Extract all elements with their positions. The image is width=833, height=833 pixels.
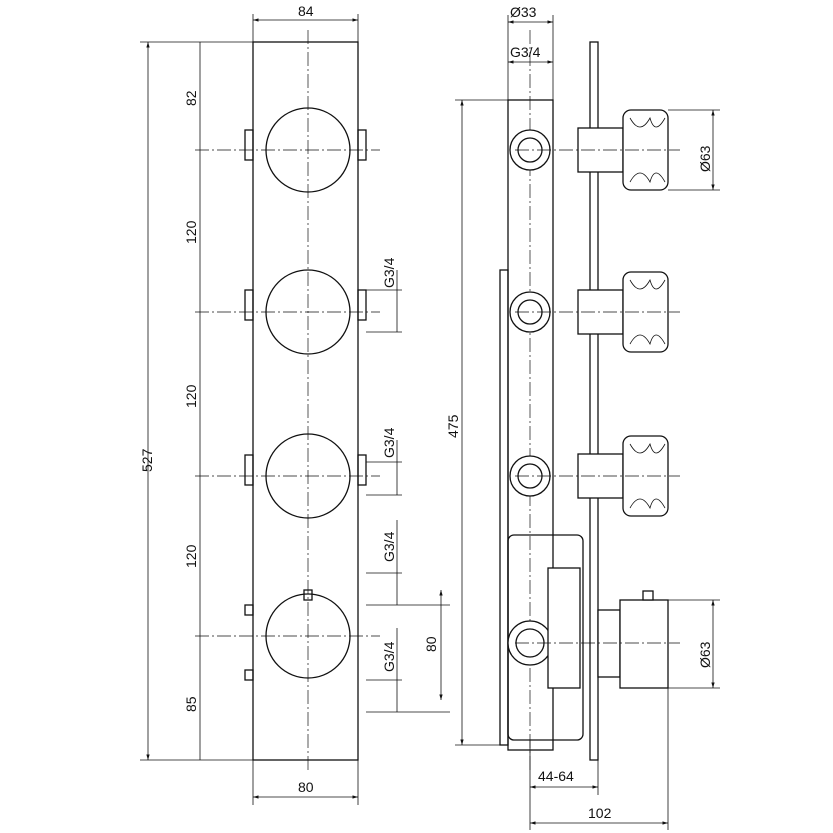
dim-spacing-5: 85 (183, 696, 199, 712)
valve-knobs (507, 109, 669, 689)
dim-depth-range: 44-64 (538, 768, 574, 784)
pipe (507, 99, 554, 751)
cover-plate (589, 41, 599, 761)
dim-total-depth: 102 (588, 805, 612, 821)
dim-spacing-4: 120 (183, 544, 199, 568)
port-label-4: G3/4 (381, 641, 397, 672)
front-view: 84 80 527 82 120 120 120 85 G3/4 G3/4 G3… (139, 3, 450, 805)
side-view: Ø33 G3/4 475 Ø63 Ø63 44-64 102 (445, 4, 720, 830)
port-label-2: G3/4 (381, 427, 397, 458)
mounting-rail (499, 269, 509, 746)
port-label-1: G3/4 (381, 257, 397, 288)
dim-spacing-3: 120 (183, 384, 199, 408)
dim-spacing-2: 120 (183, 220, 199, 244)
dim-overall-height: 527 (139, 448, 155, 472)
dim-spacing-1: 82 (183, 90, 199, 106)
dim-height: 475 (445, 414, 461, 438)
dim-pipe-diameter: Ø33 (510, 4, 537, 20)
dim-port-spacing: 80 (423, 636, 439, 652)
dim-knob-diameter-top: Ø63 (697, 145, 713, 172)
side-nubs (244, 129, 367, 681)
front-plate (252, 41, 359, 761)
dim-width-bottom: 80 (298, 779, 314, 795)
port-label-3: G3/4 (381, 531, 397, 562)
dim-top-thread: G3/4 (510, 44, 541, 60)
dim-width-top: 84 (298, 3, 314, 19)
port-dims: G3/4 G3/4 G3/4 G3/4 80 (366, 257, 450, 713)
dim-knob-diameter-bottom: Ø63 (697, 641, 713, 668)
thermostat-body (507, 534, 584, 741)
